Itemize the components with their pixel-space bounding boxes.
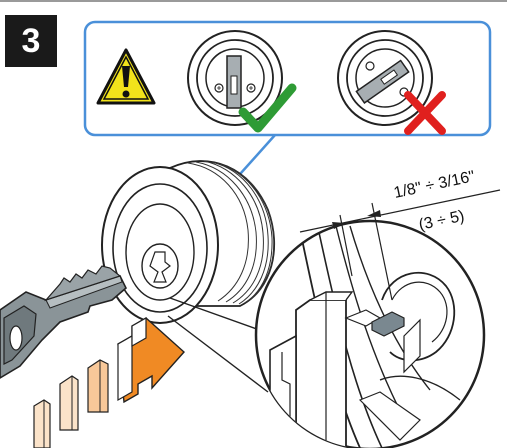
cylinder-threads	[187, 160, 275, 305]
key-icon	[0, 265, 127, 379]
keyway	[149, 251, 171, 283]
dimension-millimeters: (3 ÷ 5)	[417, 208, 466, 234]
orange-arrow-icon	[117, 316, 185, 404]
detail-magnifier	[167, 219, 486, 448]
warning-icon	[96, 48, 156, 105]
dimension-arrow-left	[332, 222, 345, 229]
pin-sequence	[33, 316, 185, 448]
incorrect-cylinder-face	[337, 30, 433, 126]
top-divider	[0, 0, 507, 2]
step-number-badge: 3	[5, 15, 57, 67]
dimension-arrow-right	[367, 210, 381, 217]
x-mark-icon	[404, 91, 446, 135]
correct-cylinder-face	[187, 30, 283, 126]
magnifier-leader-bottom	[167, 315, 269, 393]
pin-3	[87, 359, 109, 413]
tab-highlight	[371, 311, 405, 337]
dimension-inches: 1/8" ÷ 3/16"	[392, 168, 476, 202]
check-mark-icon	[238, 83, 297, 133]
pin-2	[59, 375, 79, 431]
pin-1	[33, 399, 51, 448]
lock-cylinder	[101, 160, 276, 324]
